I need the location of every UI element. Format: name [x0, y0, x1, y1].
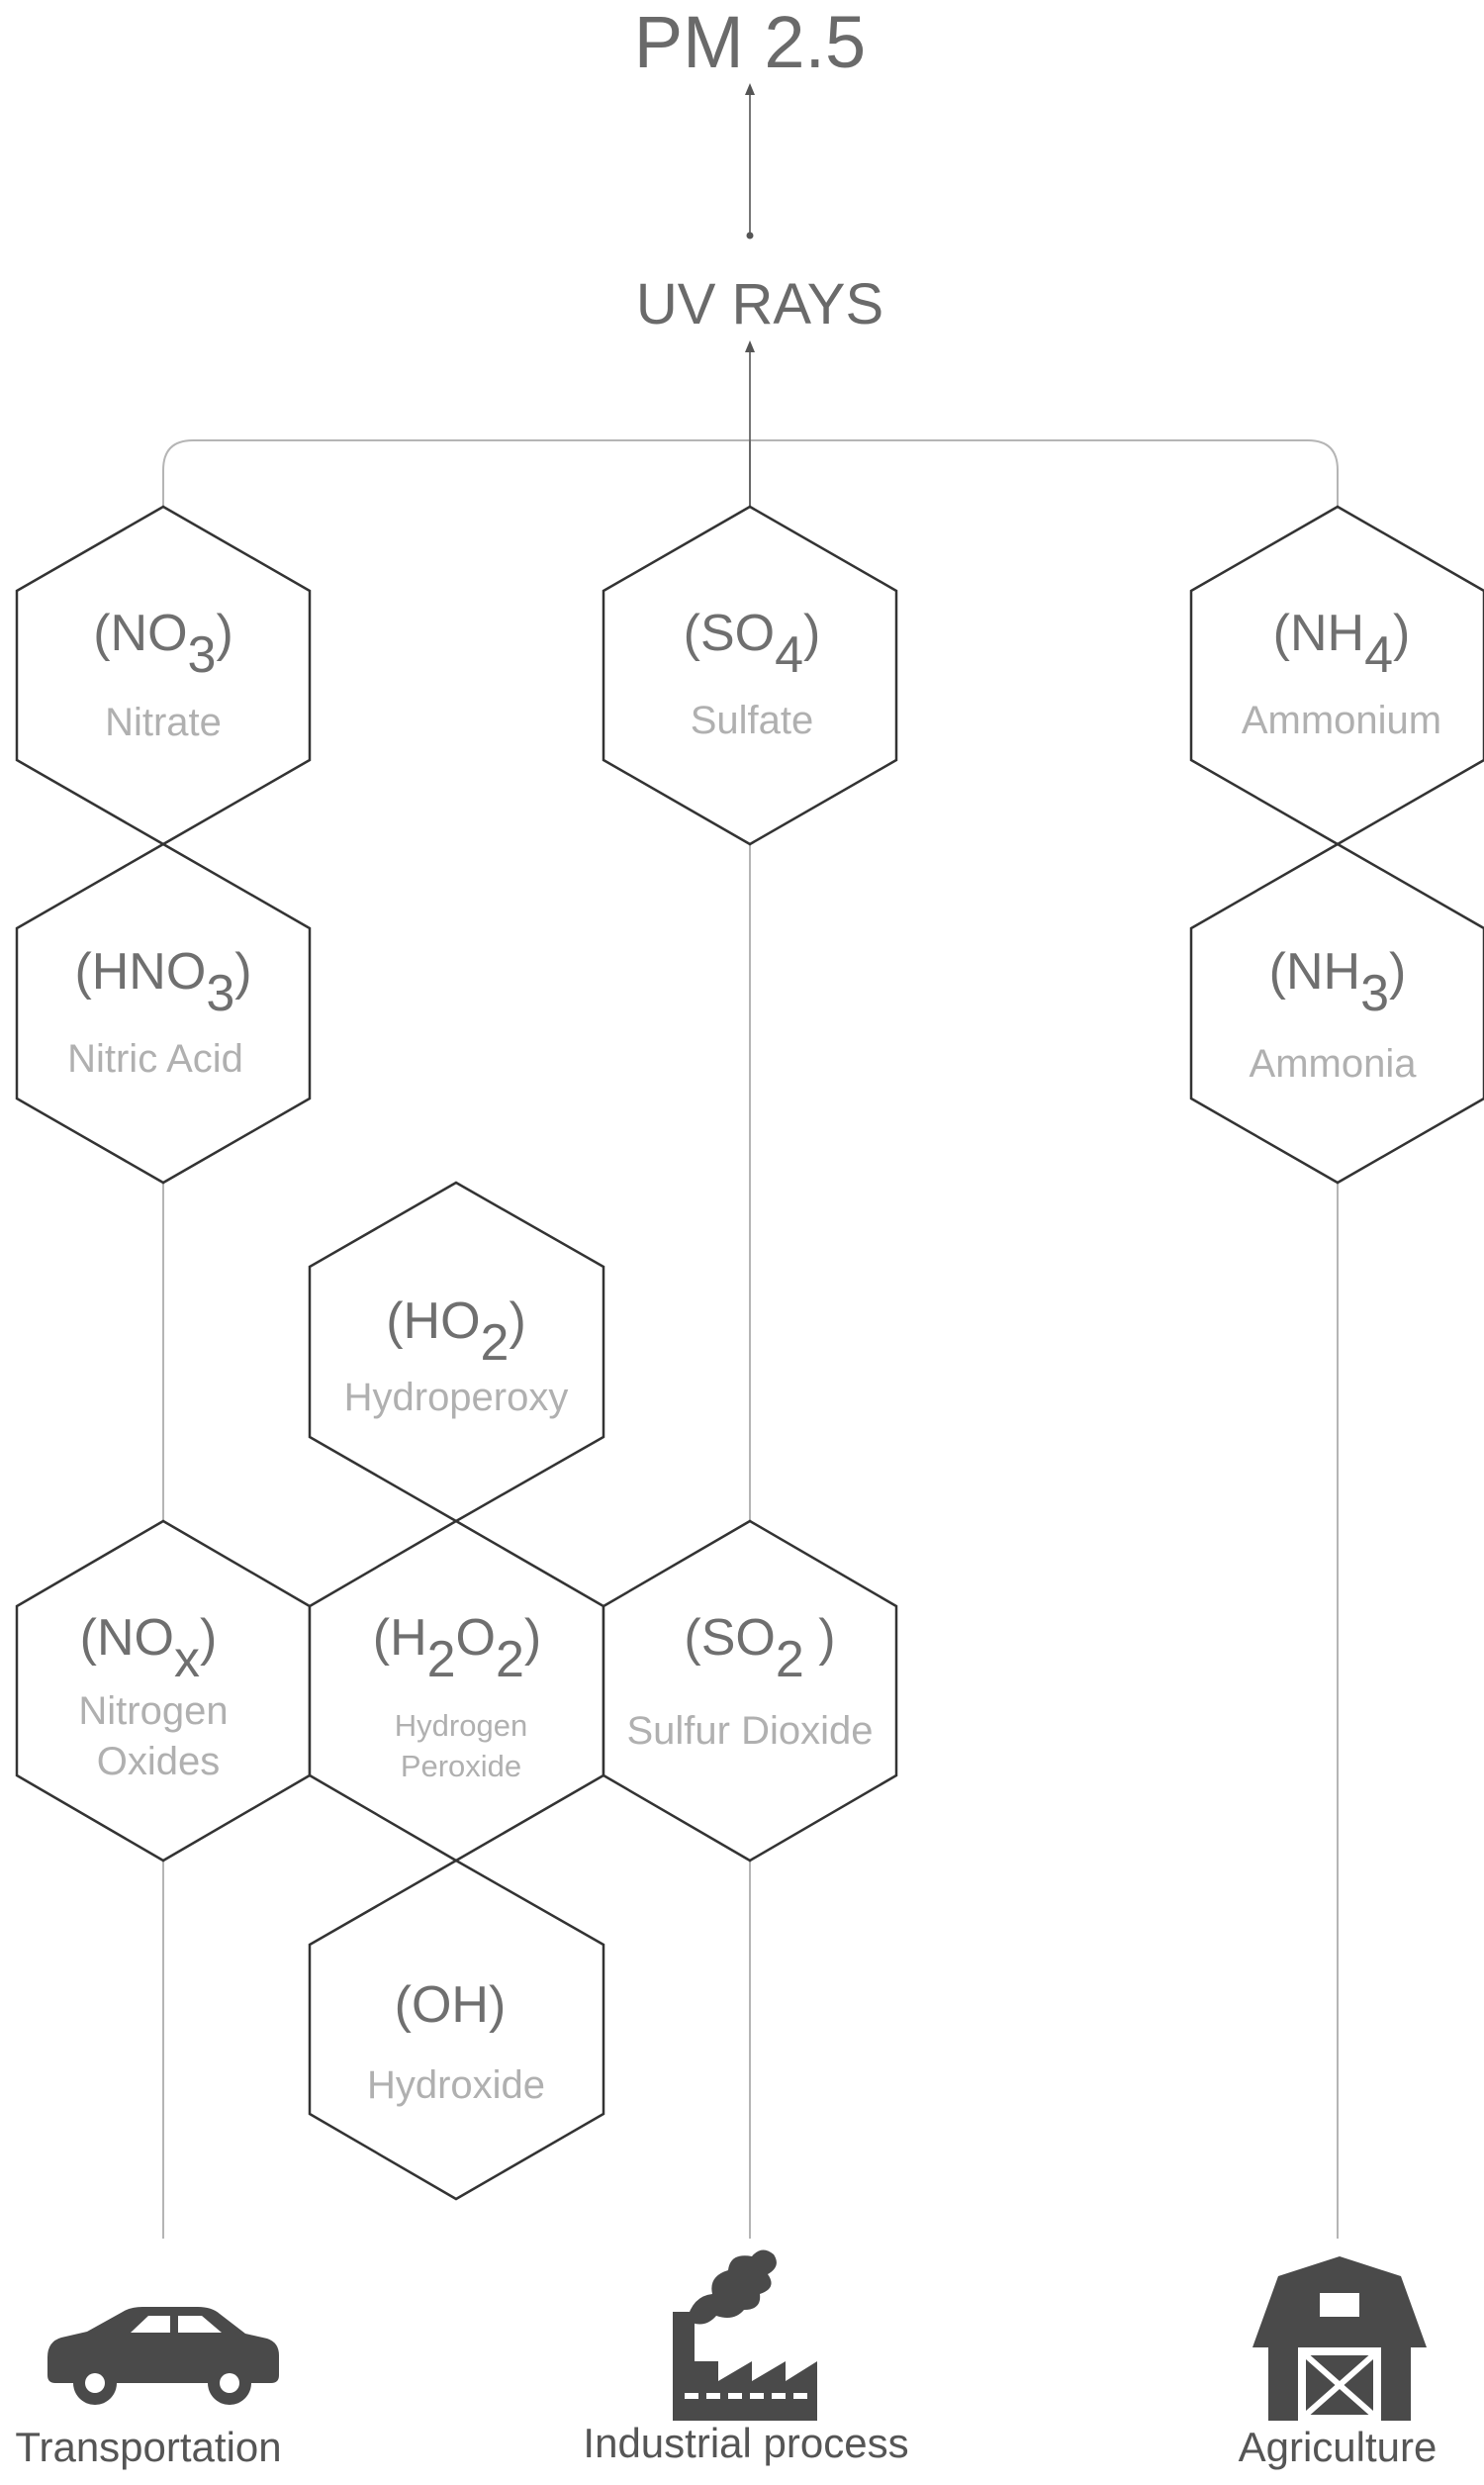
compound-nitrogen-oxides: (NOx) Nitrogen Oxides — [78, 1609, 228, 1783]
nitric-acid-formula: (HNO3) — [74, 943, 251, 1022]
compound-sulfate: (SO4) Sulfate — [684, 605, 821, 742]
hexagon-shapes — [15, 505, 1484, 2201]
pm25-title: PM 2.5 — [634, 1, 866, 83]
compound-nitric-acid: (HNO3) Nitric Acid — [67, 943, 251, 1081]
hex-nitrate — [15, 505, 312, 846]
hydroxide-name: Hydroxide — [367, 2063, 545, 2107]
hex-ammonium — [1189, 505, 1484, 846]
source-transportation-label: Transportation — [15, 2424, 281, 2470]
sulfur-dioxide-name: Sulfur Dioxide — [626, 1709, 873, 1753]
nitrogen-oxides-name-line2: Oxides — [97, 1740, 221, 1783]
source-industrial-label: Industrial process — [583, 2420, 908, 2466]
compound-sulfur-dioxide: (SO2 ) Sulfur Dioxide — [626, 1609, 873, 1753]
compound-hydrogen-peroxide: (H2O2) Hydrogen Peroxide — [373, 1609, 542, 1783]
hex-hydroxide — [308, 1859, 605, 2201]
hydrogen-peroxide-name-line2: Peroxide — [401, 1749, 521, 1783]
hydroperoxy-formula: (HO2) — [386, 1292, 526, 1372]
hex-hydrogen-peroxide — [308, 1519, 605, 1863]
compound-ammonia: (NH3) Ammonia — [1250, 943, 1418, 1086]
factory-icon — [673, 2249, 817, 2421]
nitrate-name: Nitrate — [105, 701, 222, 744]
nitrogen-oxides-name-line1: Nitrogen — [78, 1689, 228, 1733]
sulfate-formula: (SO4) — [684, 605, 821, 684]
hex-sulfate — [602, 505, 898, 846]
barn-icon — [1252, 2256, 1427, 2421]
hydrogen-peroxide-name-line1: Hydrogen — [395, 1708, 527, 1743]
compound-nitrate: (NO3) Nitrate — [93, 605, 233, 744]
hex-sulfur-dioxide — [602, 1519, 898, 1863]
hex-nitric-acid — [15, 842, 312, 1185]
connector-lines — [162, 340, 1339, 2239]
nitric-acid-name: Nitric Acid — [67, 1037, 243, 1081]
sulfur-dioxide-formula: (SO2 ) — [684, 1609, 835, 1688]
ammonium-formula: (NH4) — [1273, 605, 1411, 684]
uv-to-pm25-arrow — [745, 83, 755, 239]
compound-ammonium: (NH4) Ammonium — [1242, 605, 1441, 742]
sulfate-name: Sulfate — [691, 699, 814, 742]
ammonia-name: Ammonia — [1250, 1042, 1418, 1086]
compound-hydroperoxy: (HO2) Hydroperoxy — [344, 1292, 569, 1419]
hydroxide-formula: (OH) — [395, 1976, 507, 2034]
hex-hydroperoxy — [308, 1181, 605, 1523]
hydroperoxy-name: Hydroperoxy — [344, 1376, 569, 1419]
source-agriculture-label: Agriculture — [1239, 2424, 1438, 2470]
hex-ammonia — [1189, 842, 1484, 1185]
ammonia-formula: (NH3) — [1269, 943, 1407, 1022]
nitrate-formula: (NO3) — [93, 605, 233, 684]
car-icon — [47, 2307, 279, 2405]
nitrogen-oxides-formula: (NOx) — [80, 1609, 218, 1688]
hydrogen-peroxide-formula: (H2O2) — [373, 1609, 542, 1688]
compound-hydroxide: (OH) Hydroxide — [367, 1976, 545, 2107]
ammonium-name: Ammonium — [1242, 699, 1441, 742]
uv-rays-label: UV RAYS — [636, 272, 883, 336]
